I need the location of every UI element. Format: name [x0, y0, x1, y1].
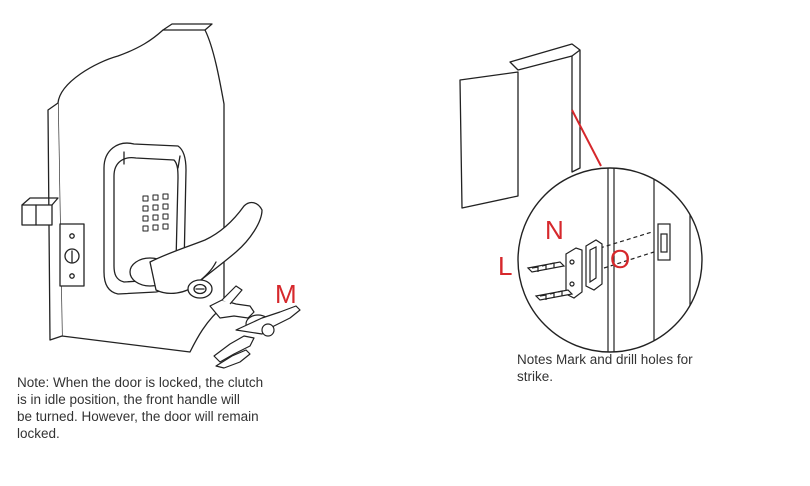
label-o: O [610, 244, 630, 274]
strike-note-line-2: strike. [517, 369, 554, 384]
clutch-note-line-3: be turned. However, the door will remain [17, 409, 259, 424]
door-frame-illustration [459, 43, 581, 209]
strike-screws [526, 261, 574, 301]
door-frame [509, 43, 581, 173]
keypad-buttons [142, 193, 169, 232]
keys [209, 285, 301, 369]
detail-leader-line [571, 109, 602, 167]
door-lock-illustration [21, 23, 263, 353]
strike-detail-magnifier [517, 167, 703, 353]
door-leaf [459, 71, 519, 209]
label-l: L [498, 251, 512, 281]
clutch-note-line-1: Note: When the door is locked, the clutc… [17, 375, 264, 390]
clutch-note: Note: When the door is locked, the clutc… [17, 374, 263, 442]
strike-note-line-1: Notes Mark and drill holes for [517, 352, 693, 367]
clutch-note-line-4: locked. [17, 426, 60, 441]
strike-mortise [657, 223, 671, 261]
strike-note: Notes Mark and drill holes for strike. [517, 351, 693, 385]
label-m: M [275, 279, 297, 309]
label-n: N [545, 215, 564, 245]
clutch-note-line-2: is in idle position, the front handle wi… [17, 392, 240, 407]
latch-bolt [21, 204, 53, 226]
key-1 [209, 299, 255, 319]
